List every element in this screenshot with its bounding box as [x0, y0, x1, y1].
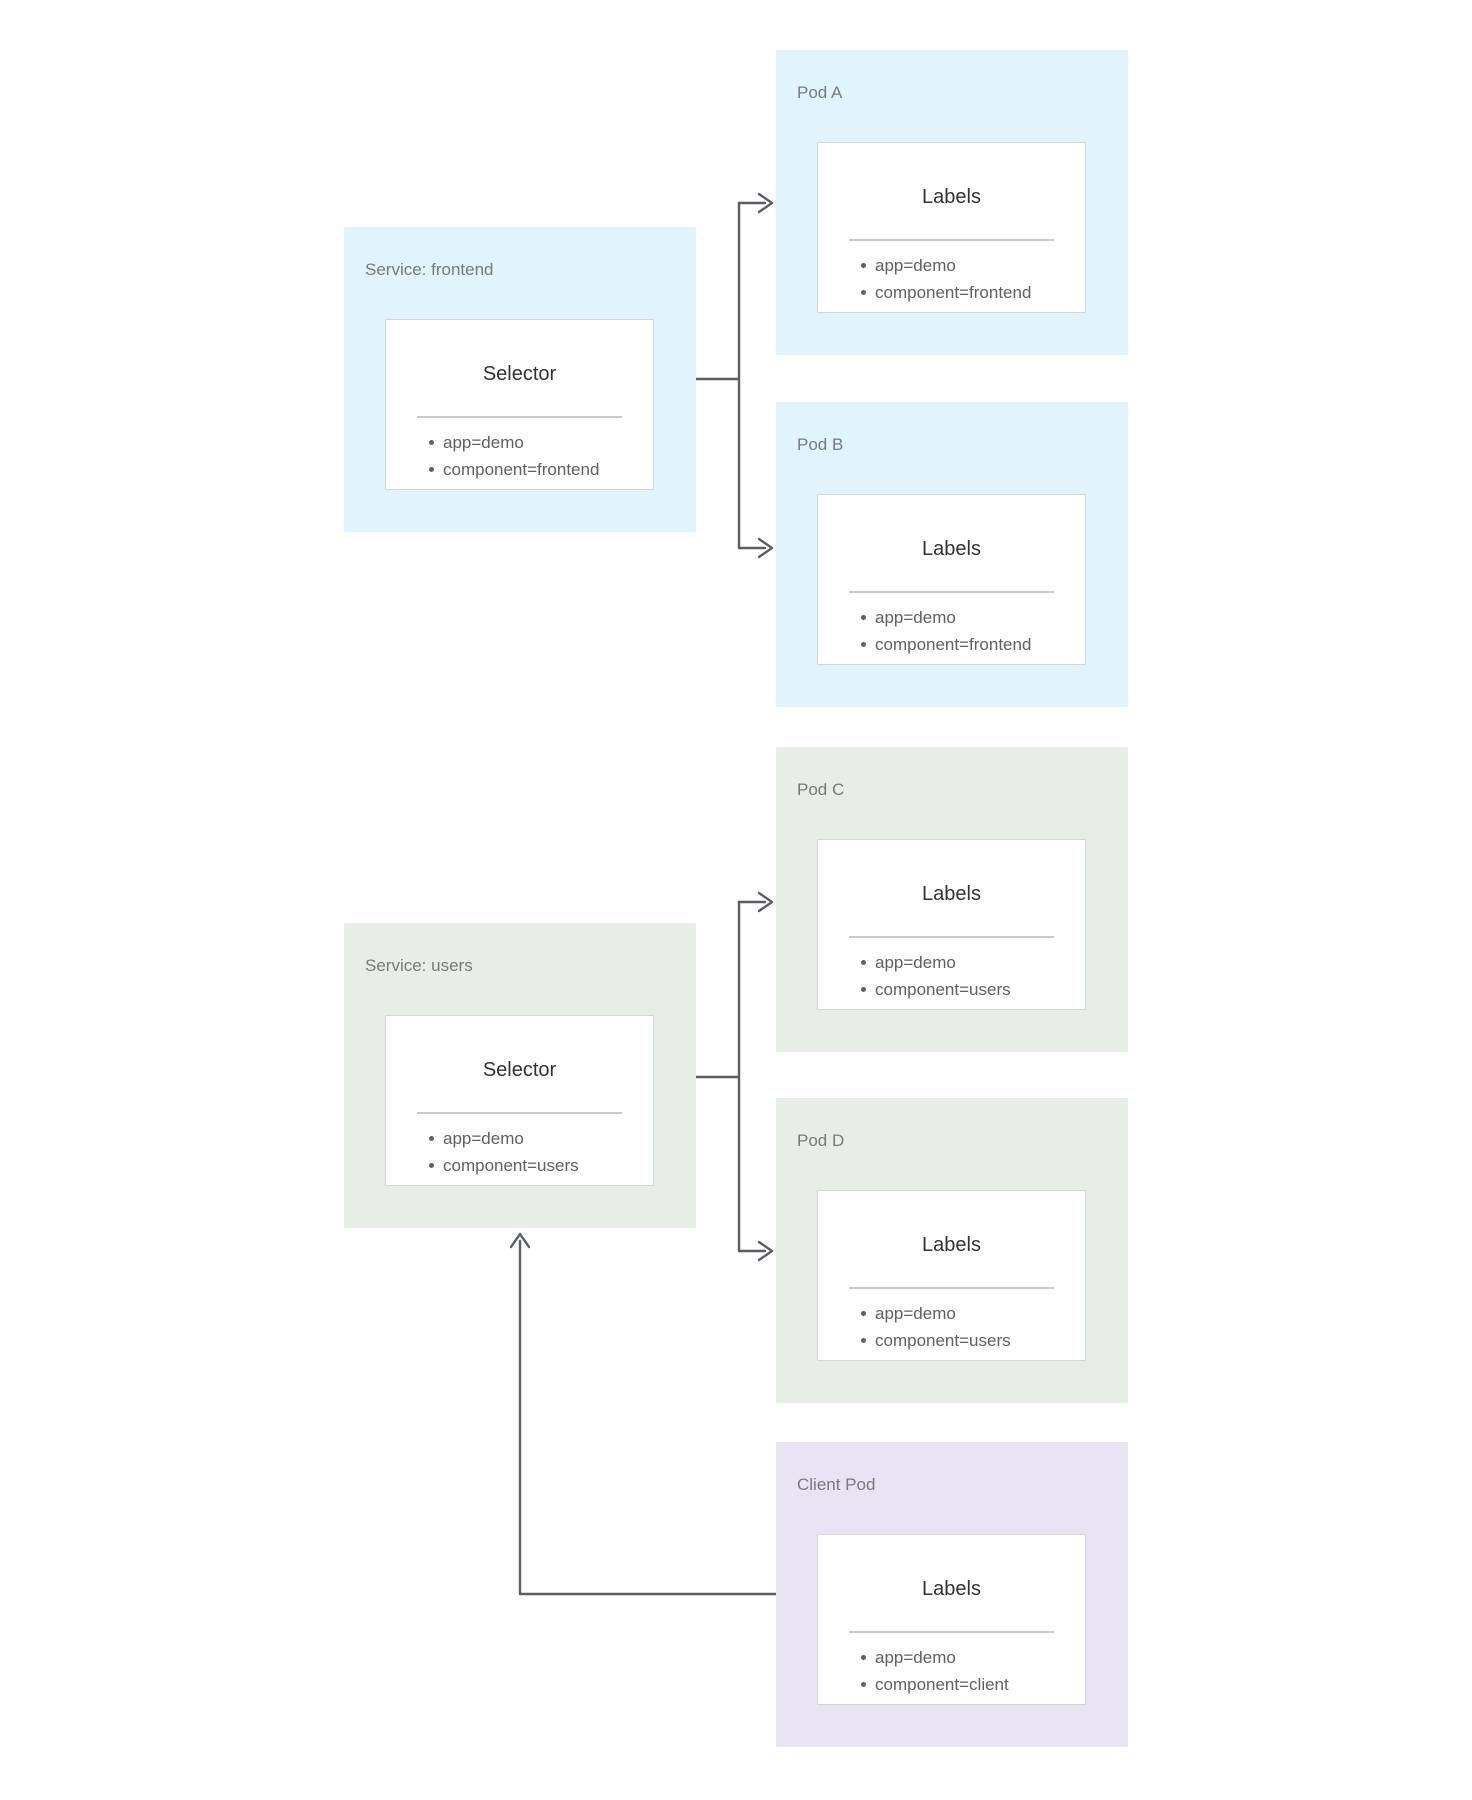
labels-list: app=demo component=users — [818, 1300, 1085, 1354]
service-users-selector-card: Selector app=demo component=users — [385, 1015, 654, 1186]
labels-heading: Labels — [922, 1578, 981, 1600]
labels-heading: Labels — [922, 186, 981, 208]
selector-heading: Selector — [482, 1059, 557, 1081]
labels-list: app=demo component=client — [818, 1644, 1085, 1698]
pod-d-labels-card: Labels app=demo component=users — [817, 1190, 1086, 1361]
selector-list: app=demo component=users — [386, 1125, 653, 1179]
label-item: component=client — [861, 1671, 1075, 1698]
service-frontend-box: Service: frontend Selector app=demo comp… — [344, 227, 696, 532]
card-divider — [849, 239, 1054, 241]
service-users-box: Service: users Selector app=demo compone… — [344, 923, 696, 1228]
pod-a-labels-card: Labels app=demo component=frontend — [817, 142, 1086, 313]
selector-item: app=demo — [429, 1125, 643, 1152]
arrowhead-pod-b-icon — [757, 537, 774, 559]
label-item: component=users — [861, 1327, 1075, 1354]
pod-d-box: Pod D Labels app=demo component=users — [776, 1098, 1128, 1403]
pod-d-title: Pod D — [797, 1131, 845, 1150]
labels-heading: Labels — [922, 883, 981, 905]
label-item: app=demo — [861, 949, 1075, 976]
label-item: app=demo — [861, 252, 1075, 279]
label-item: component=frontend — [861, 631, 1075, 658]
selector-item: app=demo — [429, 429, 643, 456]
labels-list: app=demo component=frontend — [818, 604, 1085, 658]
card-divider — [849, 936, 1054, 938]
labels-list: app=demo component=users — [818, 949, 1085, 1003]
pod-a-title: Pod A — [797, 83, 843, 102]
arrowhead-pod-a-icon — [757, 192, 774, 214]
label-item: app=demo — [861, 604, 1075, 631]
pod-c-labels-card: Labels app=demo component=users — [817, 839, 1086, 1010]
label-item: app=demo — [861, 1300, 1075, 1327]
service-frontend-selector-card: Selector app=demo component=frontend — [385, 319, 654, 490]
selector-item: component=users — [429, 1152, 643, 1179]
card-divider — [849, 591, 1054, 593]
selector-heading: Selector — [482, 363, 557, 385]
service-users-title: Service: users — [365, 956, 473, 975]
pod-b-labels-card: Labels app=demo component=frontend — [817, 494, 1086, 665]
arrowhead-pod-d-icon — [757, 1240, 774, 1262]
card-divider — [849, 1631, 1054, 1633]
arrowhead-pod-c-icon — [757, 891, 774, 913]
card-divider — [849, 1287, 1054, 1289]
client-pod-title: Client Pod — [797, 1475, 876, 1494]
card-divider — [417, 1112, 622, 1114]
labels-heading: Labels — [922, 538, 981, 560]
labels-list: app=demo component=frontend — [818, 252, 1085, 306]
pod-c-box: Pod C Labels app=demo component=users — [776, 747, 1128, 1052]
selector-list: app=demo component=frontend — [386, 429, 653, 483]
card-divider — [417, 416, 622, 418]
label-item: component=users — [861, 976, 1075, 1003]
arrowhead-users-service-icon — [509, 1232, 531, 1249]
client-pod-box: Client Pod Labels app=demo component=cli… — [776, 1442, 1128, 1747]
label-item: component=frontend — [861, 279, 1075, 306]
pod-a-box: Pod A Labels app=demo component=frontend — [776, 50, 1128, 355]
selector-item: component=frontend — [429, 456, 643, 483]
pod-b-box: Pod B Labels app=demo component=frontend — [776, 402, 1128, 707]
service-frontend-title: Service: frontend — [365, 260, 494, 279]
labels-heading: Labels — [922, 1234, 981, 1256]
pod-b-title: Pod B — [797, 435, 844, 454]
client-pod-labels-card: Labels app=demo component=client — [817, 1534, 1086, 1705]
edge-client-to-users — [518, 1239, 779, 1596]
pod-c-title: Pod C — [797, 780, 845, 799]
label-item: app=demo — [861, 1644, 1075, 1671]
